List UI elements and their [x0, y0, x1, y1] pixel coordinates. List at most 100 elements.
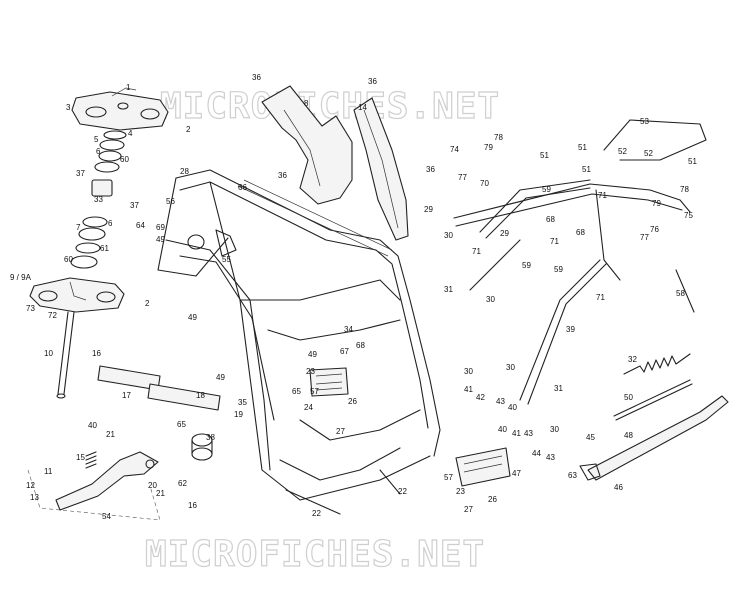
- callout-22: 22: [398, 487, 407, 496]
- callout-71: 71: [598, 191, 607, 200]
- callout-33: 33: [94, 195, 103, 204]
- watermark-bottom: MICROFICHES.NET: [145, 534, 485, 575]
- callout-45: 45: [586, 433, 595, 442]
- callout-59: 59: [542, 185, 551, 194]
- callout-2: 2: [186, 125, 191, 134]
- callout-79: 79: [652, 199, 661, 208]
- callout-37: 37: [130, 201, 139, 210]
- rear-brake-pedal[interactable]: [55, 451, 159, 511]
- callout-29: 29: [424, 205, 433, 214]
- callout-42: 42: [476, 393, 485, 402]
- callout-13: 13: [30, 493, 39, 502]
- callout-74: 74: [450, 145, 459, 154]
- callout-51: 51: [688, 157, 697, 166]
- callout-9/9A: 9 / 9A: [10, 273, 32, 282]
- callout-36: 36: [252, 73, 261, 82]
- callout-71: 71: [596, 293, 605, 302]
- callout-49: 49: [156, 235, 165, 244]
- bolt-22-right[interactable]: [379, 469, 401, 495]
- callout-27: 27: [464, 505, 473, 514]
- callout-43: 43: [524, 429, 533, 438]
- side-stand-spring[interactable]: [623, 353, 691, 375]
- callout-23: 23: [306, 367, 315, 376]
- brake-pedal-bracket-outline: [27, 469, 161, 521]
- callout-73: 73: [26, 304, 35, 313]
- callout-46: 46: [614, 483, 623, 492]
- callout-56: 56: [166, 197, 175, 206]
- bolt-22-left[interactable]: [285, 489, 341, 515]
- footpeg-left[interactable]: [309, 367, 349, 397]
- callout-44: 44: [532, 449, 541, 458]
- callout-21: 21: [106, 430, 115, 439]
- callout-64: 64: [136, 221, 145, 230]
- callout-76: 76: [650, 225, 659, 234]
- callout-19: 19: [234, 410, 243, 419]
- callout-69: 69: [156, 223, 165, 232]
- callout-66: 66: [238, 183, 247, 192]
- callout-47: 47: [512, 469, 521, 478]
- callout-49: 49: [188, 313, 197, 322]
- callout-20: 20: [148, 481, 157, 490]
- callout-40: 40: [88, 421, 97, 430]
- lower-triple-clamp[interactable]: [29, 277, 125, 313]
- callout-35: 35: [238, 398, 247, 407]
- callout-14: 14: [358, 103, 367, 112]
- callout-75: 75: [684, 211, 693, 220]
- callout-37: 37: [76, 169, 85, 178]
- steering-stem[interactable]: [56, 311, 75, 399]
- radiator-guard-left[interactable]: [261, 85, 353, 205]
- rear-subframe[interactable]: [453, 119, 707, 405]
- callout-27: 27: [336, 427, 345, 436]
- callout-30: 30: [464, 367, 473, 376]
- side-stand[interactable]: [579, 395, 729, 481]
- callout-24: 24: [304, 403, 313, 412]
- callout-30: 30: [486, 295, 495, 304]
- steering-bearing-stack-upper[interactable]: [91, 130, 127, 197]
- callout-78: 78: [680, 185, 689, 194]
- callout-78: 78: [494, 133, 503, 142]
- footpeg-right[interactable]: [455, 447, 511, 487]
- callout-30: 30: [444, 231, 453, 240]
- callout-38: 38: [206, 433, 215, 442]
- callout-54: 54: [102, 512, 111, 521]
- callout-28: 28: [180, 167, 189, 176]
- callout-5: 5: [94, 135, 99, 144]
- callout-22: 22: [312, 509, 321, 518]
- callout-7: 7: [76, 223, 81, 232]
- steering-bearing-stack-lower[interactable]: [70, 216, 108, 269]
- callout-48: 48: [624, 431, 633, 440]
- callout-39: 39: [566, 325, 575, 334]
- callout-40: 40: [498, 425, 507, 434]
- callout-18: 18: [196, 391, 205, 400]
- callout-70: 70: [480, 179, 489, 188]
- callout-61: 61: [100, 244, 109, 253]
- callout-15: 15: [76, 453, 85, 462]
- callout-11: 11: [44, 467, 53, 476]
- main-frame[interactable]: [157, 169, 441, 501]
- callout-51: 51: [578, 143, 587, 152]
- callout-77: 77: [458, 173, 467, 182]
- callout-41: 41: [512, 429, 521, 438]
- callout-30: 30: [506, 363, 515, 372]
- callout-34: 34: [344, 325, 353, 334]
- callout-59: 59: [522, 261, 531, 270]
- radiator-guard-right[interactable]: [353, 97, 409, 241]
- callout-65: 65: [177, 420, 186, 429]
- callout-36: 36: [278, 171, 287, 180]
- upper-triple-clamp[interactable]: [71, 87, 169, 131]
- callout-16: 16: [188, 501, 197, 510]
- callout-62: 62: [178, 479, 187, 488]
- reflector-bracket-58[interactable]: [675, 269, 695, 313]
- callout-12: 12: [26, 481, 35, 490]
- callout-43: 43: [496, 397, 505, 406]
- swingarm-pivot-bolt[interactable]: [97, 365, 221, 411]
- side-stand-pin[interactable]: [613, 379, 693, 421]
- spacer-38[interactable]: [191, 433, 213, 461]
- callout-31: 31: [444, 285, 453, 294]
- spring-15[interactable]: [85, 451, 97, 469]
- callout-60: 60: [120, 155, 129, 164]
- callout-49: 49: [216, 373, 225, 382]
